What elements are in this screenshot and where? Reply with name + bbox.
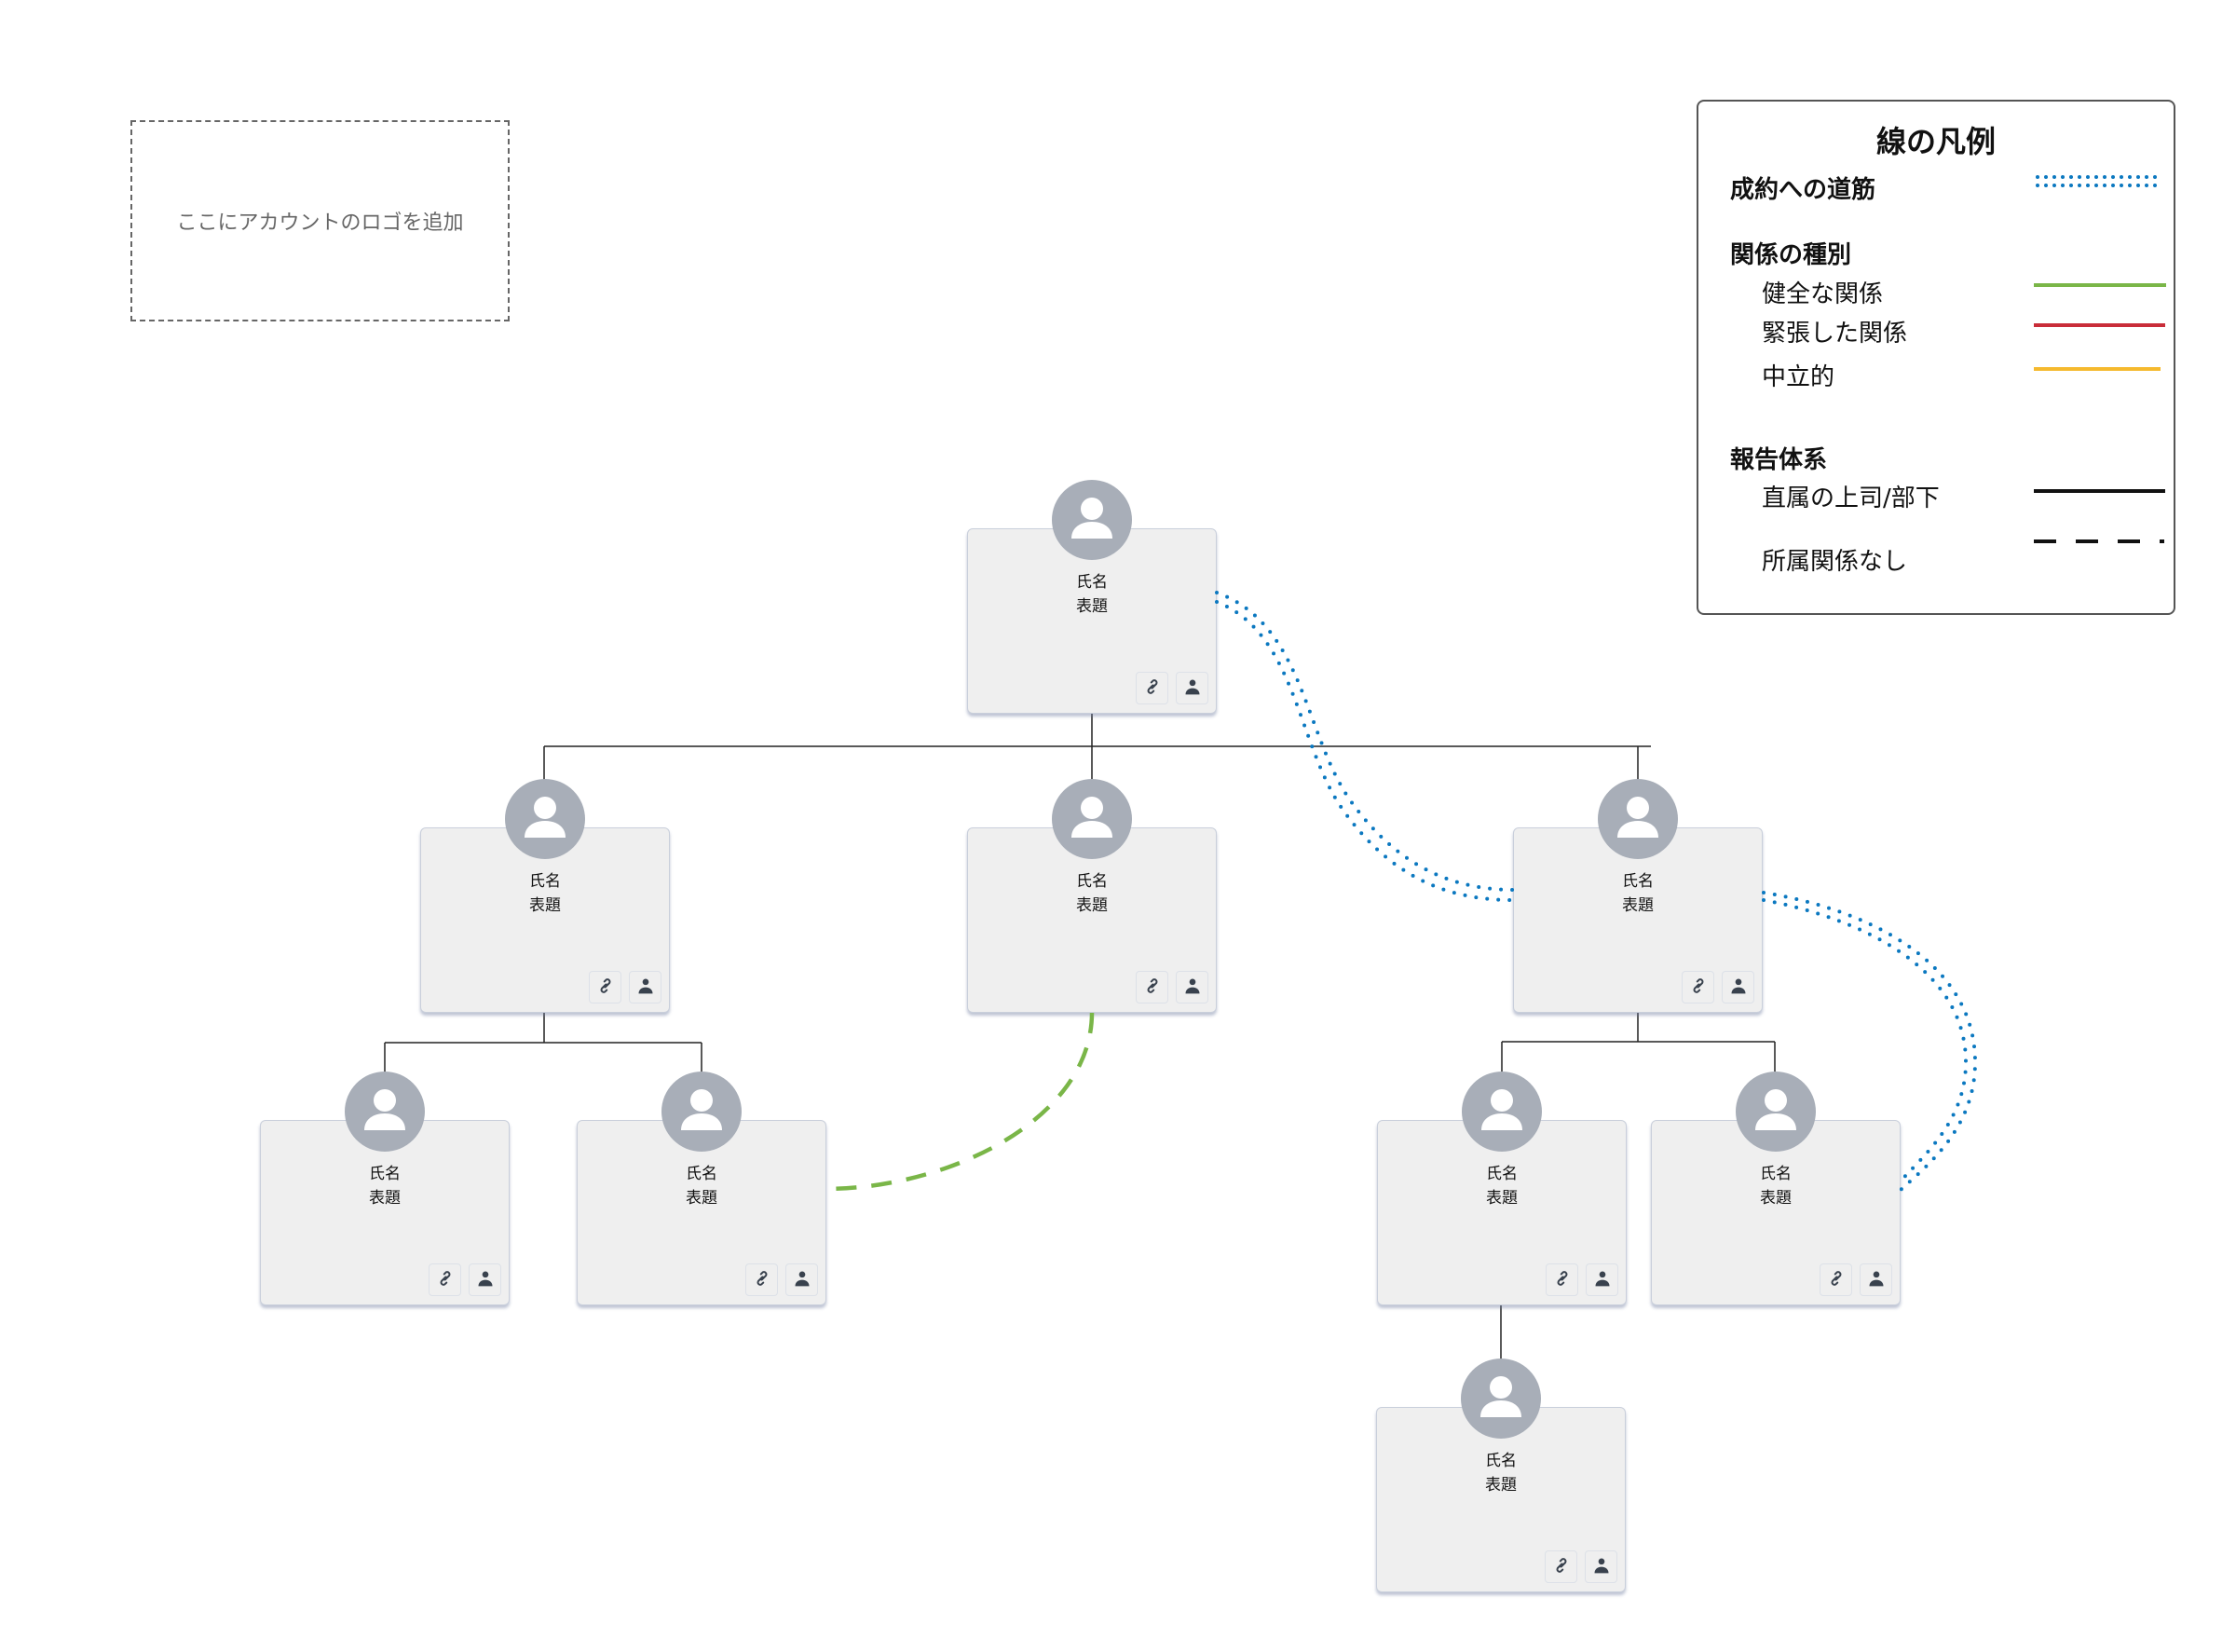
person-icon [1183, 976, 1202, 999]
person-icon [1867, 1269, 1886, 1291]
profile-button[interactable] [469, 1263, 501, 1296]
org-card-title: 表題 [1076, 597, 1108, 616]
link-button[interactable] [1136, 672, 1168, 704]
org-card-title: 表題 [1760, 1189, 1792, 1208]
avatar[interactable] [1598, 779, 1678, 859]
reporting-lines [384, 714, 1776, 1358]
org-card-name: 氏名 [529, 872, 561, 891]
avatar[interactable] [1461, 1358, 1541, 1439]
logo-placeholder[interactable]: ここにアカウントのロゴを追加 [130, 120, 510, 321]
legend-reporting-heading: 報告体系 [1730, 446, 1828, 474]
avatar[interactable] [1736, 1072, 1816, 1152]
person-icon [793, 1269, 811, 1291]
profile-button[interactable] [1176, 971, 1208, 1003]
org-card-name: 氏名 [1486, 1165, 1518, 1183]
profile-button[interactable] [1586, 1263, 1618, 1296]
person-icon [1183, 677, 1202, 700]
legend-direct-report-label: 直属の上司/部下 [1762, 485, 1940, 512]
org-card-title: 表題 [686, 1189, 717, 1208]
org-card-n2[interactable]: 氏名表題 [420, 827, 670, 1013]
link-button[interactable] [1820, 1263, 1852, 1296]
link-button[interactable] [589, 971, 621, 1003]
org-card-title: 表題 [369, 1189, 401, 1208]
org-card-name: 氏名 [686, 1165, 717, 1183]
logo-placeholder-text: ここにアカウントのロゴを追加 [176, 212, 464, 235]
legend-neutral-label: 中立的 [1762, 363, 1835, 391]
avatar-person-icon [1461, 1376, 1541, 1439]
org-card-name: 氏名 [1076, 872, 1108, 891]
avatar-person-icon [1598, 797, 1678, 859]
legend-healthy-line [2034, 283, 2166, 287]
profile-button[interactable] [629, 971, 661, 1003]
avatar-person-icon [1052, 498, 1132, 560]
avatar-person-icon [505, 797, 585, 859]
legend-relationship-heading: 関係の種別 [1730, 241, 1852, 269]
profile-button[interactable] [1176, 672, 1208, 704]
org-card-title: 表題 [1076, 896, 1108, 915]
org-card-title: 表題 [1485, 1476, 1517, 1495]
avatar-person-icon [345, 1089, 425, 1152]
reporting-edge-n4-children[interactable] [1501, 1013, 1776, 1072]
legend-solid-line [2034, 489, 2165, 493]
link-button[interactable] [1136, 971, 1168, 1003]
avatar[interactable] [345, 1072, 425, 1152]
avatar-person-icon [1052, 797, 1132, 859]
link-icon [1827, 1269, 1846, 1291]
reporting-edge-n1-children[interactable] [543, 714, 1651, 781]
link-icon [1689, 976, 1708, 999]
avatar[interactable] [661, 1072, 742, 1152]
avatar-person-icon [1462, 1089, 1542, 1152]
org-card-title: 表題 [1622, 896, 1654, 915]
avatar[interactable] [1462, 1072, 1542, 1152]
person-icon [1592, 1556, 1611, 1578]
profile-button[interactable] [1860, 1263, 1892, 1296]
link-icon [436, 1269, 455, 1291]
avatar[interactable] [1052, 480, 1132, 560]
legend-strained-line [2034, 323, 2165, 327]
line-legend: 線の凡例 成約への道筋 関係の種別 健全な関係 緊張した関係 中立的 報告体系 … [1697, 100, 2175, 615]
link-button[interactable] [1682, 971, 1714, 1003]
org-card-name: 氏名 [1760, 1165, 1792, 1183]
legend-strained-label: 緊張した関係 [1762, 320, 1908, 348]
legend-dotted-line [2036, 175, 2164, 187]
org-card-name: 氏名 [1485, 1452, 1517, 1470]
person-icon [476, 1269, 495, 1291]
org-card-name: 氏名 [369, 1165, 401, 1183]
link-icon [753, 1269, 771, 1291]
legend-no-affiliation-label: 所属関係なし [1762, 548, 1908, 576]
link-icon [1552, 1556, 1571, 1578]
profile-button[interactable] [1585, 1550, 1617, 1583]
link-button[interactable] [1545, 1550, 1577, 1583]
org-card-title: 表題 [1486, 1189, 1518, 1208]
link-icon [1553, 1269, 1572, 1291]
link-icon [596, 976, 615, 999]
person-icon [636, 976, 655, 999]
avatar-person-icon [661, 1089, 742, 1152]
avatar[interactable] [505, 779, 585, 859]
link-icon [1143, 976, 1162, 999]
org-card-name: 氏名 [1076, 573, 1108, 592]
legend-dashed-line [2034, 539, 2164, 543]
person-icon [1729, 976, 1748, 999]
legend-title: 線の凡例 [1875, 124, 1996, 159]
reporting-edge-n2-children[interactable] [384, 1013, 702, 1073]
legend-healthy-label: 健全な関係 [1762, 280, 1884, 308]
profile-button[interactable] [1722, 971, 1754, 1003]
avatar[interactable] [1052, 779, 1132, 859]
link-button[interactable] [429, 1263, 461, 1296]
link-button[interactable] [1546, 1263, 1578, 1296]
link-icon [1143, 677, 1162, 700]
profile-button[interactable] [785, 1263, 818, 1296]
org-card-title: 表題 [529, 896, 561, 915]
link-button[interactable] [745, 1263, 778, 1296]
legend-path-to-close-label: 成約への道筋 [1730, 176, 1876, 204]
legend-neutral-line [2034, 367, 2161, 371]
org-card-name: 氏名 [1622, 872, 1654, 891]
person-icon [1593, 1269, 1612, 1291]
